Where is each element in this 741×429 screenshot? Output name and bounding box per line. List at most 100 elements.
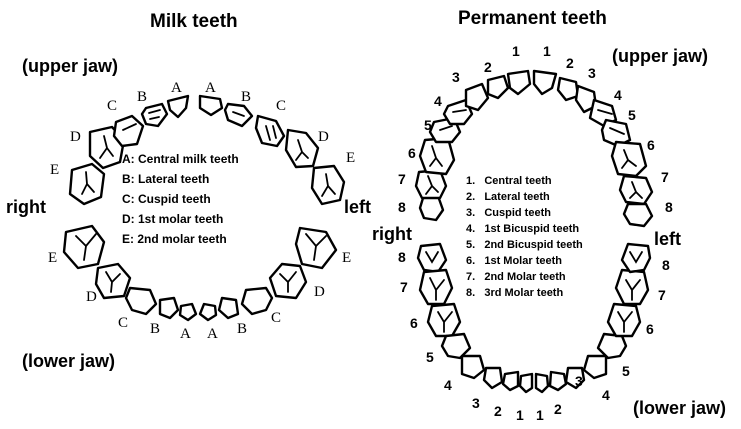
milk-legend-item: E: 2nd molar teeth xyxy=(122,232,227,246)
perm-tooth-lower-1-right xyxy=(520,374,532,392)
perm-tooth-upper-2-left xyxy=(558,78,578,100)
permanent-teeth-title: Permanent teeth xyxy=(458,8,607,29)
perm-tooth-lower-4-right xyxy=(462,356,484,378)
perm-tooth-lower-1-left xyxy=(536,374,548,392)
permanent-lower-jaw-label: (lower jaw) xyxy=(633,398,726,418)
milk-legend: A: Central milk teeth B: Lateral teeth C… xyxy=(122,152,239,246)
perm-number-7: 7 xyxy=(398,171,406,187)
milk-legend-item: B: Lateral teeth xyxy=(122,172,209,186)
perm-tooth-upper-6-right xyxy=(420,138,454,174)
perm-number-2: 2 xyxy=(494,403,502,419)
perm-legend-item: 5. 2nd Bicuspid teeth xyxy=(466,239,583,251)
milk-letter-d: D xyxy=(314,284,325,300)
milk-tooth-upper-c-left xyxy=(256,116,284,146)
perm-number-1: 1 xyxy=(536,407,544,423)
perm-number-7: 7 xyxy=(658,287,666,303)
permanent-right-label: right xyxy=(372,224,412,244)
milk-letter-d: D xyxy=(86,289,97,305)
milk-tooth-lower-b-right xyxy=(160,298,178,318)
perm-number-4: 4 xyxy=(602,387,610,403)
milk-tooth-upper-c-right xyxy=(114,116,143,146)
milk-upper-jaw-label: (upper jaw) xyxy=(22,56,118,76)
milk-tooth-upper-b-left xyxy=(225,104,252,126)
milk-tooth-upper-a-left xyxy=(200,96,222,115)
milk-letter-e: E xyxy=(48,250,57,266)
milk-tooth-lower-a-left xyxy=(200,304,216,320)
perm-number-2: 2 xyxy=(484,59,492,75)
perm-tooth-lower-5-right xyxy=(442,334,470,358)
perm-tooth-upper-2-right xyxy=(488,76,508,98)
milk-left-label: left xyxy=(344,197,371,217)
milk-letter-c: C xyxy=(118,315,128,331)
milk-legend-item: C: Cuspid teeth xyxy=(122,192,211,206)
perm-tooth-upper-1-right xyxy=(508,71,530,94)
perm-number-3: 3 xyxy=(472,395,480,411)
perm-legend-item: 8. 3rd Molar teeth xyxy=(466,287,563,299)
perm-number-5: 5 xyxy=(628,107,636,123)
perm-tooth-lower-2-left xyxy=(550,372,566,390)
perm-legend-item: 4. 1st Bicuspid teeth xyxy=(466,223,579,235)
milk-legend-item: D: 1st molar teeth xyxy=(122,212,223,226)
permanent-left-label: left xyxy=(654,229,681,249)
perm-number-8: 8 xyxy=(398,249,406,265)
perm-number-7: 7 xyxy=(661,169,669,185)
milk-right-label: right xyxy=(6,197,46,217)
milk-letter-b: B xyxy=(241,89,251,105)
perm-number-2: 2 xyxy=(554,401,562,417)
perm-number-4: 4 xyxy=(434,93,442,109)
milk-tooth-upper-b-right xyxy=(142,104,167,126)
perm-number-3: 3 xyxy=(575,373,583,389)
perm-tooth-lower-8-left xyxy=(622,244,650,272)
milk-tooth-lower-c-left xyxy=(242,288,272,314)
perm-number-6: 6 xyxy=(410,315,418,331)
permanent-upper-jaw-label: (upper jaw) xyxy=(612,46,708,66)
perm-tooth-lower-8-right xyxy=(418,244,446,272)
milk-tooth-lower-b-left xyxy=(219,298,238,318)
perm-number-7: 7 xyxy=(400,279,408,295)
perm-number-8: 8 xyxy=(665,199,673,215)
milk-letter-a: A xyxy=(207,326,218,342)
perm-number-2: 2 xyxy=(566,55,574,71)
milk-teeth-diagram: Milk teeth (upper jaw) (lower jaw) right… xyxy=(6,11,371,371)
permanent-teeth-diagram: Permanent teeth (upper jaw) (lower jaw) … xyxy=(372,8,726,423)
milk-letter-d: D xyxy=(70,129,81,145)
milk-tooth-upper-d-left xyxy=(286,130,318,167)
perm-number-5: 5 xyxy=(424,117,432,133)
perm-legend-item: 1. Central teeth xyxy=(466,175,552,187)
milk-letter-e: E xyxy=(50,162,59,178)
milk-tooth-letters: A A B B C C D D E E E E D D C C B B A A xyxy=(48,80,355,342)
perm-tooth-upper-6-left xyxy=(612,142,646,176)
perm-number-6: 6 xyxy=(408,145,416,161)
perm-number-4: 4 xyxy=(444,377,452,393)
milk-letter-a: A xyxy=(180,326,191,342)
perm-number-6: 6 xyxy=(646,321,654,337)
perm-tooth-lower-4-left xyxy=(584,356,606,378)
milk-letter-b: B xyxy=(237,321,247,337)
perm-legend-item: 6. 1st Molar teeth xyxy=(466,255,562,267)
milk-teeth-title: Milk teeth xyxy=(150,11,238,32)
milk-letter-e: E xyxy=(346,150,355,166)
milk-tooth-lower-e-right xyxy=(64,226,104,268)
milk-lower-jaw-label: (lower jaw) xyxy=(22,351,115,371)
perm-legend-item: 3. Cuspid teeth xyxy=(466,207,551,219)
perm-number-5: 5 xyxy=(622,363,630,379)
milk-tooth-lower-c-right xyxy=(126,288,156,314)
milk-tooth-upper-a-right xyxy=(168,96,188,117)
perm-tooth-lower-2-right xyxy=(503,372,518,390)
perm-tooth-upper-1-left xyxy=(534,71,556,94)
milk-letter-d: D xyxy=(318,129,329,145)
perm-number-3: 3 xyxy=(588,65,596,81)
milk-letter-a: A xyxy=(171,80,182,96)
perm-legend-item: 7. 2nd Molar teeth xyxy=(466,271,566,283)
perm-number-1: 1 xyxy=(516,407,524,423)
perm-number-6: 6 xyxy=(647,137,655,153)
milk-legend-item: A: Central milk teeth xyxy=(122,152,239,166)
perm-number-3: 3 xyxy=(452,69,460,85)
milk-tooth-lower-a-right xyxy=(180,304,196,320)
perm-tooth-lower-5-left xyxy=(598,334,626,358)
perm-number-8: 8 xyxy=(398,199,406,215)
perm-number-1: 1 xyxy=(512,43,520,59)
milk-letter-e: E xyxy=(342,250,351,266)
perm-legend-item: 2. Lateral teeth xyxy=(466,191,550,203)
